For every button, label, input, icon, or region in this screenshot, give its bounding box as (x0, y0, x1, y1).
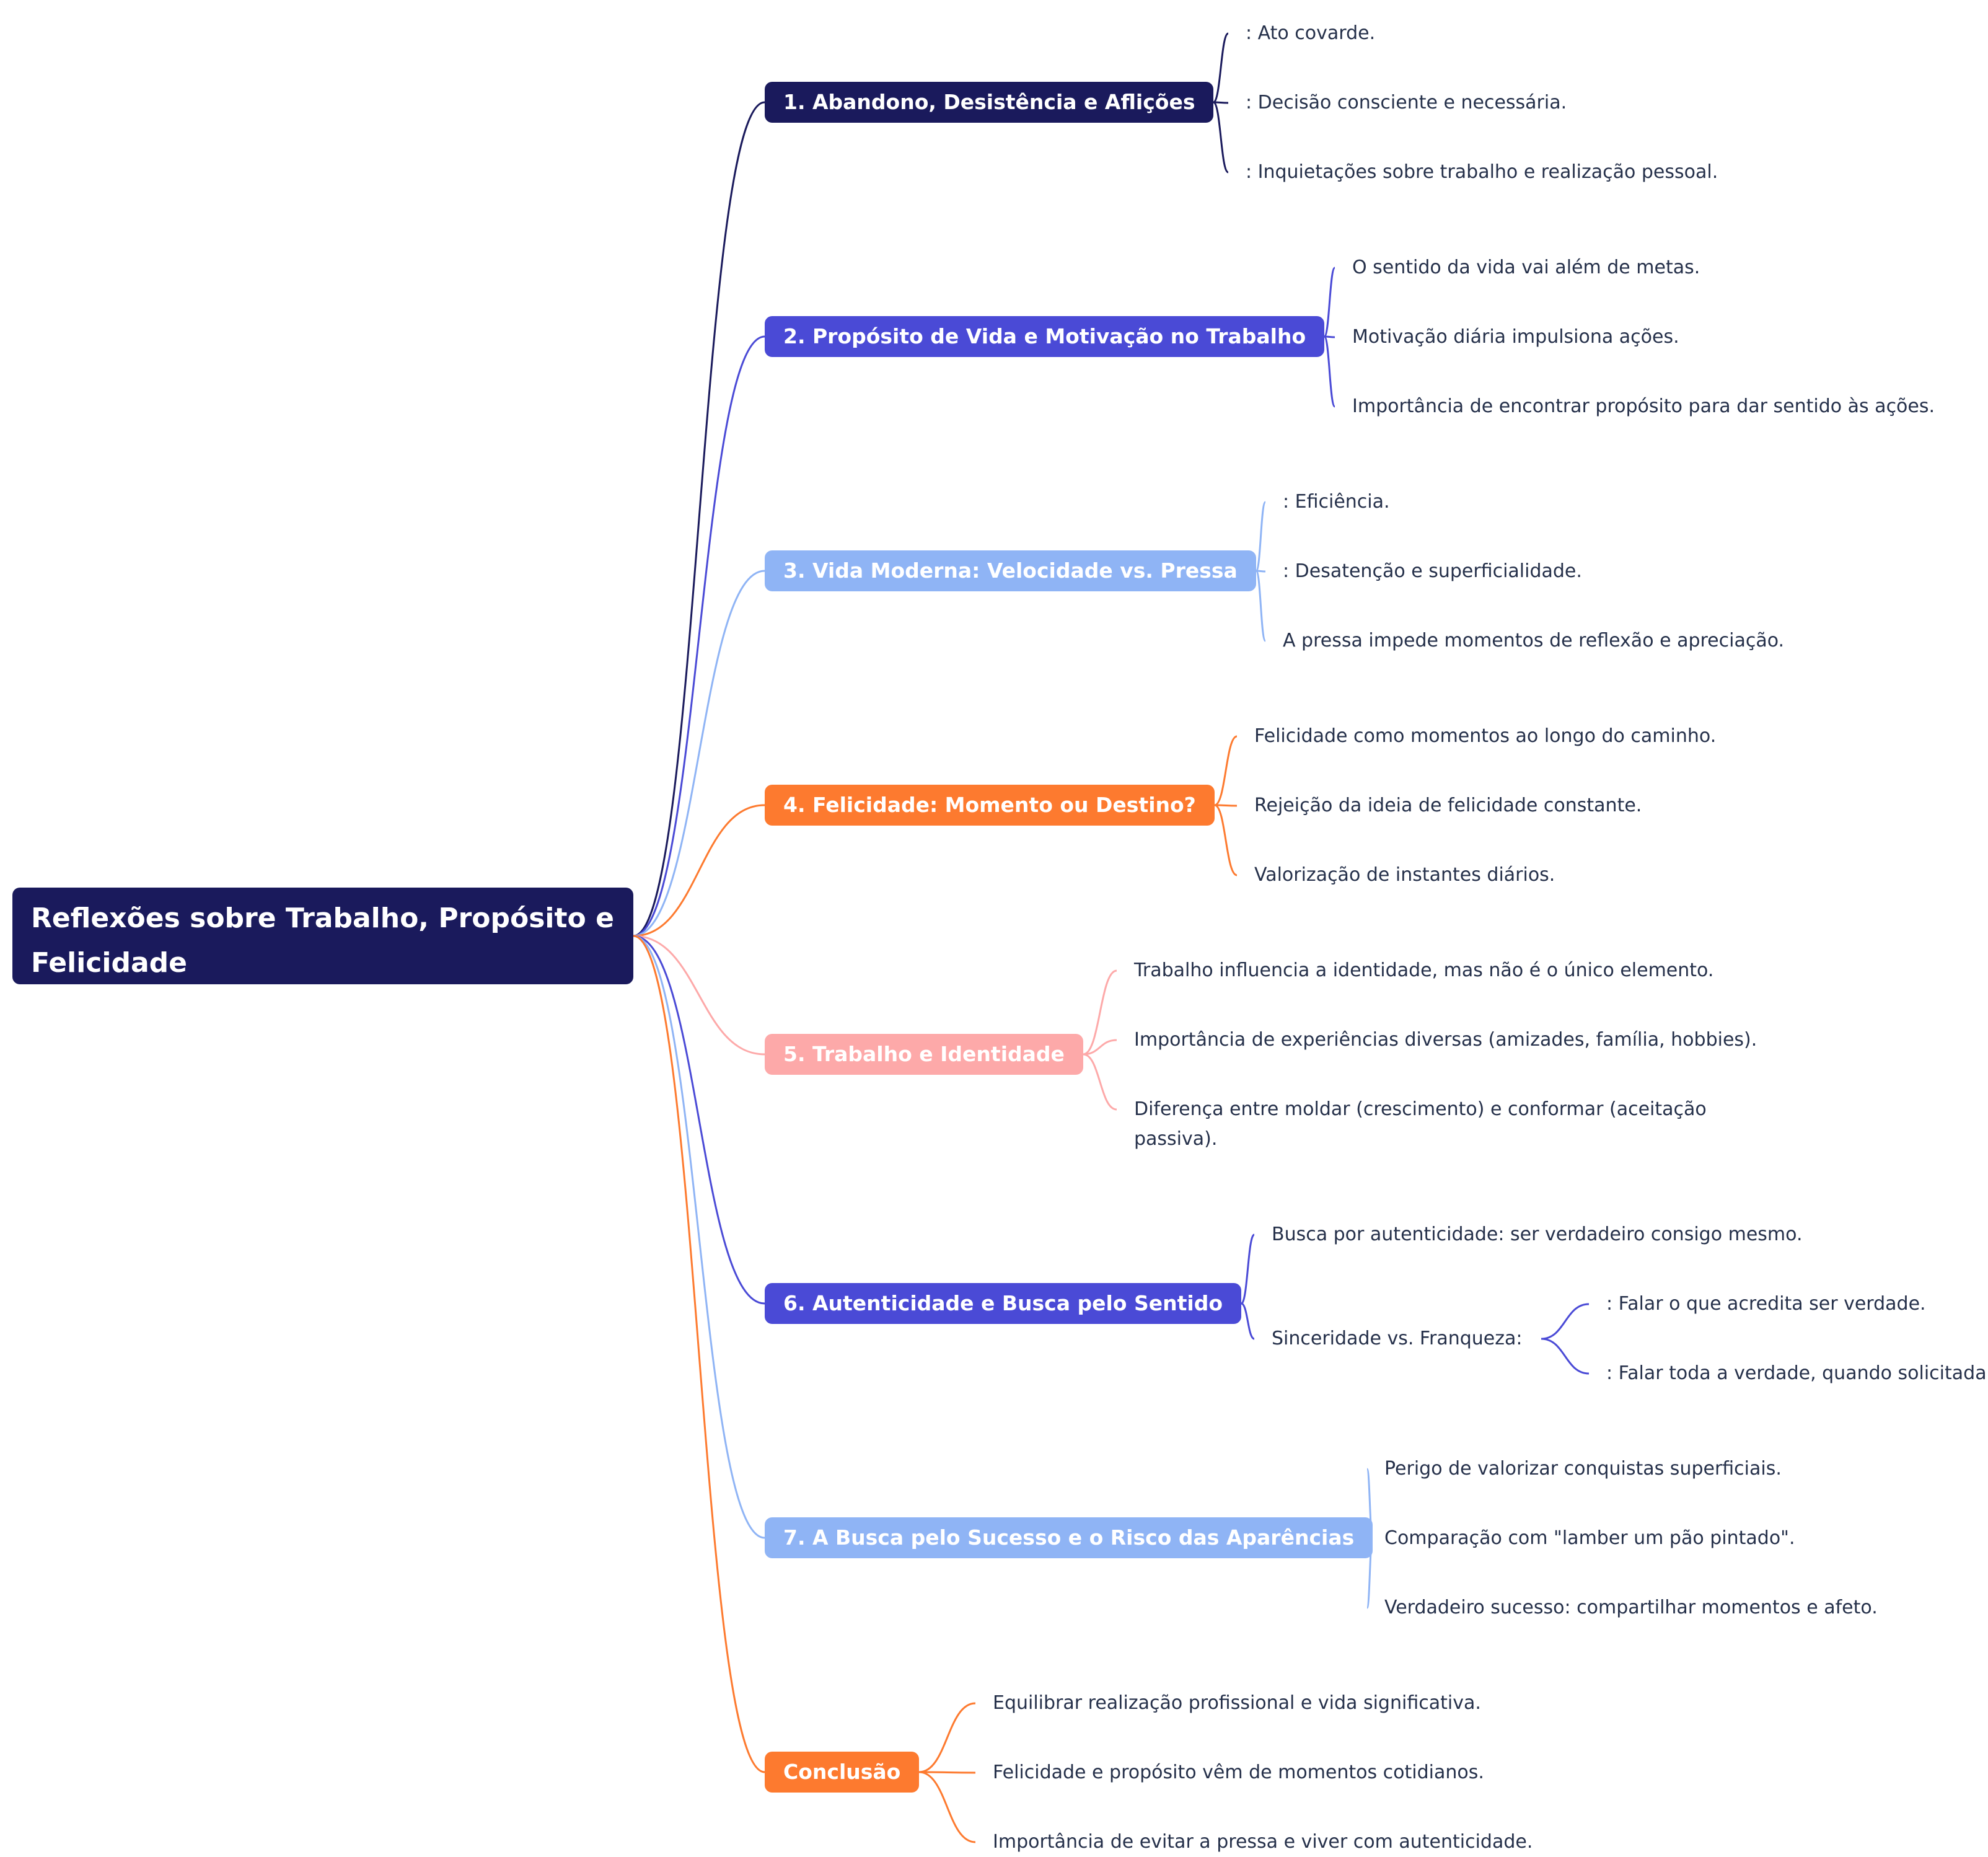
leaf-7-3: Verdadeiro sucesso: compartilhar momento… (1384, 1597, 1878, 1618)
leaf-2-1: O sentido da vida vai além de metas. (1352, 257, 1700, 278)
branch-5-node[interactable]: 5. Trabalho e Identidade (765, 1034, 1083, 1075)
branch-2-node[interactable]: 2. Propósito de Vida e Motivação no Trab… (765, 316, 1325, 357)
branch-8-link-1 (918, 1702, 976, 1773)
branch-3-link-1 (1255, 501, 1267, 572)
branch-8-link-2 (918, 1771, 976, 1774)
sub-link-6-2-1 (1541, 1303, 1590, 1340)
leaf-2-2: Motivação diária impulsiona ações. (1352, 326, 1679, 348)
leaf-1-3: : Inquietações sobre trabalho e realizaç… (1246, 161, 1718, 183)
branch-1-link-2 (1213, 101, 1229, 104)
leaf-2-3: Importância de encontrar propósito para … (1352, 395, 1935, 417)
branch-5-link-3 (1083, 1053, 1117, 1111)
branch-2-link-1 (1323, 267, 1336, 338)
leaf-4-2: Rejeição da ideia de felicidade constant… (1254, 795, 1642, 816)
leaf-7-2: Comparação com "lamber um pão pintado". (1384, 1527, 1795, 1549)
leaf-3-1: : Eficiência. (1283, 491, 1390, 513)
branch-3-link-3 (1255, 570, 1267, 642)
leaf-4-3: Valorização de instantes diários. (1254, 864, 1555, 886)
branch-5-link-1 (1083, 969, 1117, 1056)
branch-6-link-2 (1241, 1302, 1255, 1340)
sub-link-6-2-2 (1541, 1338, 1590, 1375)
leaf-3-3: A pressa impede momentos de reflexão e a… (1283, 630, 1785, 651)
root-link-2 (633, 335, 765, 937)
branch-2-link-3 (1323, 335, 1336, 408)
leaf-8-2: Felicidade e propósito vêm de momentos c… (993, 1762, 1484, 1783)
root-link-1 (633, 101, 765, 937)
branch-5-link-2 (1083, 1039, 1117, 1056)
leaf-3-2: : Desatenção e superficialidade. (1283, 560, 1582, 582)
branch-1-link-3 (1212, 101, 1229, 174)
branch-6-node[interactable]: 6. Autenticidade e Busca pelo Sentido (765, 1283, 1241, 1324)
leaf-5-3: Diferença entre moldar (crescimento) e c… (1134, 1098, 1707, 1150)
leaf-6-1: Busca por autenticidade: ser verdadeiro … (1272, 1224, 1803, 1245)
root-link-7 (633, 935, 765, 1539)
leaf-6-2-1: : Falar o que acredita ser verdade. (1606, 1293, 1926, 1315)
branch-8-link-3 (918, 1771, 976, 1843)
root-link-5 (633, 935, 765, 1056)
leaf-7-1: Perigo de valorizar conquistas superfici… (1384, 1458, 1782, 1480)
branch-1-node[interactable]: 1. Abandono, Desistência e Aflições (765, 82, 1214, 123)
branch-4-link-3 (1214, 804, 1238, 876)
branch-3-node[interactable]: 3. Vida Moderna: Velocidade vs. Pressa (765, 550, 1256, 591)
leaf-8-1: Equilibrar realização profissional e vid… (993, 1692, 1481, 1714)
leaf-6-2: Sinceridade vs. Franqueza: (1272, 1328, 1523, 1349)
conclusion-node[interactable]: Conclusão (765, 1752, 920, 1793)
branch-4-link-1 (1214, 735, 1238, 806)
root-link-6 (633, 935, 765, 1305)
leaf-8-3: Importância de evitar a pressa e viver c… (993, 1831, 1533, 1853)
leaf-1-1: : Ato covarde. (1246, 22, 1376, 44)
leaf-1-2: : Decisão consciente e necessária. (1246, 92, 1567, 113)
branch-6-link-1 (1240, 1233, 1256, 1305)
leaf-6-2-2: : Falar toda a verdade, quando solicitad… (1606, 1362, 1988, 1384)
root-node[interactable]: Reflexões sobre Trabalho, Propósito e Fe… (12, 888, 633, 984)
leaf-5-2: Importância de experiências diversas (am… (1134, 1029, 1757, 1051)
root-link-8 (633, 935, 765, 1773)
branch-4-node[interactable]: 4. Felicidade: Momento ou Destino? (765, 785, 1215, 826)
branch-7-node[interactable]: 7. A Busca pelo Sucesso e o Risco das Ap… (765, 1517, 1373, 1558)
branch-4-link-2 (1214, 804, 1238, 807)
root-link-3 (633, 570, 765, 937)
leaf-5-1: Trabalho influencia a identidade, mas nã… (1134, 959, 1714, 981)
leaf-4-1: Felicidade como momentos ao longo do cam… (1254, 725, 1717, 747)
branch-1-link-1 (1212, 32, 1229, 104)
root-link-4 (633, 804, 765, 937)
